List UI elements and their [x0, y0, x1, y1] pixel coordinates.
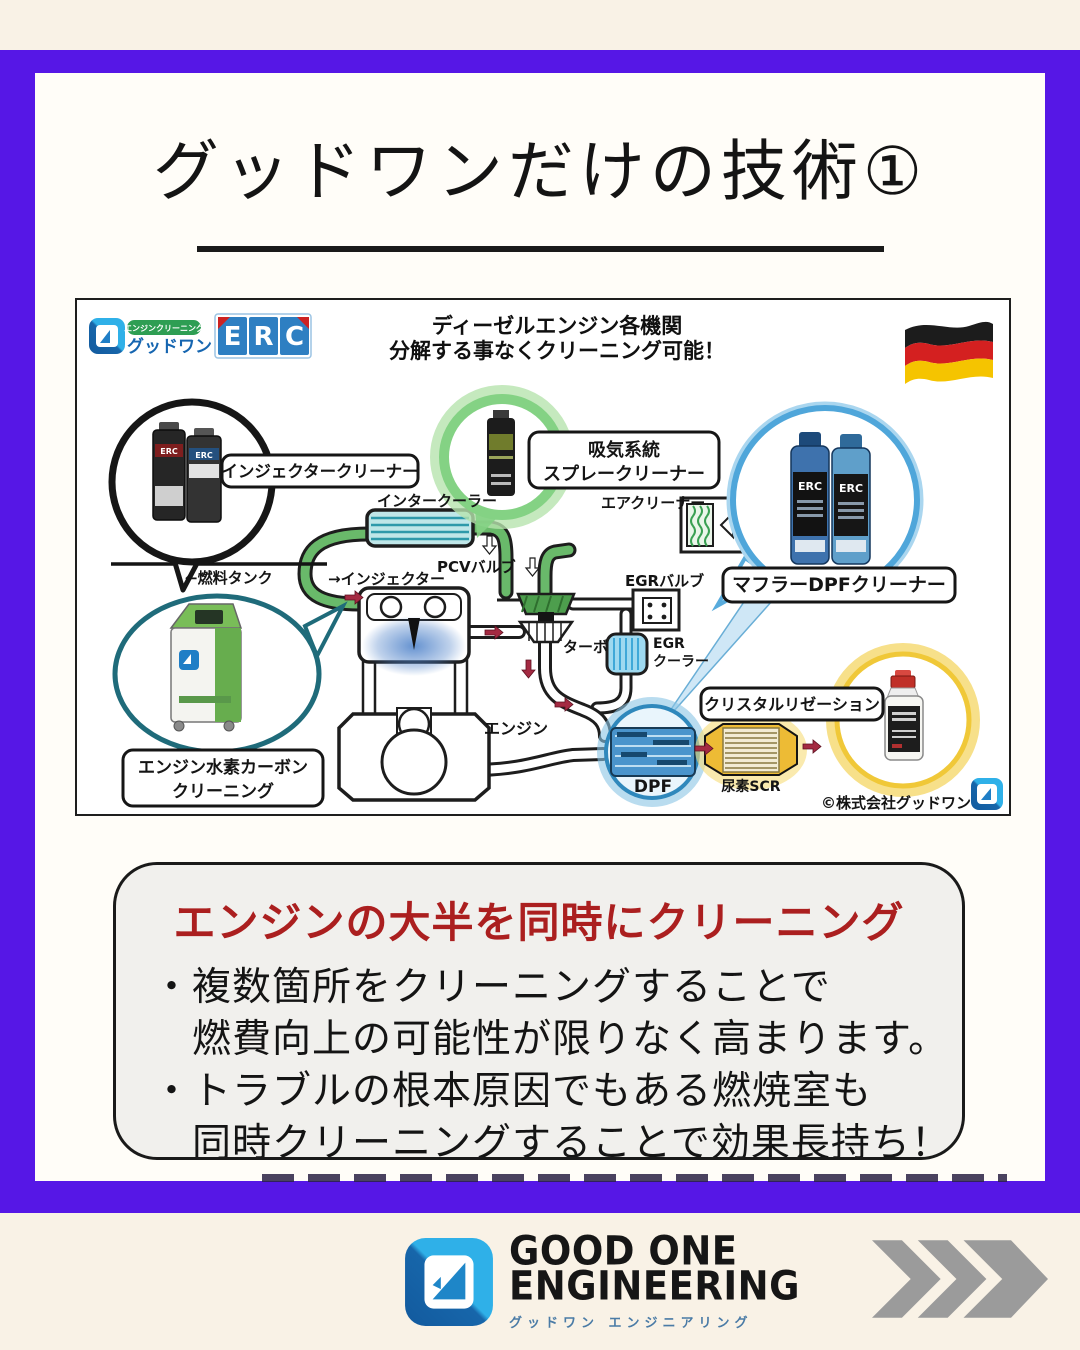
cleaning-machine [169, 603, 243, 732]
dpf-label: DPF [634, 777, 672, 797]
footer-brand-sub: グッドワン エンジニアリング [509, 1316, 753, 1332]
crystallization-label: クリスタルリゼーション [704, 695, 880, 714]
goodone-name: グッドワン [127, 336, 212, 357]
obscured-text-strip [262, 1174, 1007, 1182]
summary-line: 同時クリーニングすることで効果長持ち！ [152, 1120, 951, 1160]
engine-diagram: ERC ERC インジェクタークリーナー 吸気系統 スプレークリーナー [89, 313, 1003, 812]
svg-text:ERC: ERC [195, 451, 213, 460]
summary-title: エンジンの大半を同時にクリーニング [173, 898, 905, 947]
egr-valve-label: EGRバルブ [625, 572, 704, 590]
svg-text:ERC: ERC [839, 482, 863, 495]
svg-text:E: E [224, 322, 242, 352]
intake-spray-callout: 吸気系統 スプレークリーナー [430, 385, 721, 538]
injector-label: →インジェクター [328, 570, 445, 588]
svg-text:R: R [253, 322, 273, 352]
flow-arrows [344, 535, 822, 756]
egr-cooler-label-1: EGR [653, 636, 685, 652]
copyright-label: ©株式会社グッドワン [821, 794, 971, 812]
next-chevrons-icon [872, 1240, 1048, 1318]
erc-dpf-bottles: ERC ERC [790, 432, 871, 565]
egr-cooler [605, 632, 649, 676]
muffler-dpf-label: マフラーDPFクリーナー [732, 574, 946, 596]
svg-text:C: C [285, 322, 304, 352]
air-cleaner-label: エアクリーナー [601, 494, 705, 512]
intake-cleaner-label-2: スプレークリーナー [543, 463, 705, 485]
erc-injector-cans: ERC ERC [152, 422, 222, 523]
footer-brand-line-2: ENGINEERING [509, 1262, 800, 1310]
muffler-dpf-callout: ERC ERC マフラーDPFクリーナー [711, 401, 957, 612]
intercooler [365, 508, 475, 548]
fuel-tank-label: ←燃料タンク [185, 569, 273, 587]
hydrogen-cleaning-callout: エンジン水素カーボン クリーニング [112, 593, 348, 808]
turbo-label: ターボ [563, 638, 608, 656]
goodone-mini-icon [971, 778, 1003, 810]
urea-scr-label: 尿素SCR [721, 778, 780, 795]
erc-spray-can [487, 410, 515, 496]
summary-box: エンジンの大半を同時にクリーニング ・複数箇所をクリーニングすることで 燃費向上… [113, 862, 965, 1160]
intercooler-label: インタークーラー [377, 492, 497, 510]
crystallization-bottle [884, 670, 924, 761]
diagram-heading-1: ディーゼルエンジン各機関 [432, 314, 683, 338]
injector-cleaner-label: インジェクタークリーナー [221, 462, 418, 481]
hydrogen-cleaning-label-2: クリーニング [172, 781, 274, 802]
erc-logo: E R C [214, 313, 312, 359]
page-title: グッドワンだけの技術① [152, 133, 928, 210]
pcv-valve-label: PCVバルブ [437, 558, 516, 576]
diagram-heading-2: 分解する事なくクリーニング可能！ [389, 339, 725, 363]
svg-text:ERC: ERC [798, 480, 822, 493]
egr-valve [631, 588, 681, 632]
injector-cleaner-callout: ERC ERC インジェクタークリーナー [108, 398, 420, 593]
footer-brand: GOOD ONE ENGINEERING グッドワン エンジニアリング [403, 1227, 800, 1332]
germany-flag-icon [905, 321, 993, 384]
summary-line: 燃費向上の可能性が限りなく高まります。 [152, 1016, 949, 1062]
turbo [516, 592, 576, 644]
title-underline [197, 246, 884, 252]
engine-block [337, 586, 491, 802]
engine-diagram-panel: ERC ERC インジェクタークリーナー 吸気系統 スプレークリーナー [75, 298, 1011, 816]
svg-text:ERC: ERC [160, 447, 178, 456]
engine-label: エンジン [484, 719, 548, 738]
summary-line: ・トラブルの根本原因でもある燃焼室も [152, 1068, 873, 1114]
intake-cleaner-label-1: 吸気系統 [588, 439, 660, 461]
goodone-logo: エンジンクリーニング グッドワン [89, 318, 214, 359]
dpf-unit [597, 697, 707, 807]
egr-cooler-label-2: クーラー [653, 654, 709, 670]
urea-scr-unit [695, 710, 807, 790]
crystallization-callout: クリスタルリゼーション [699, 643, 980, 797]
summary-lines: ・複数箇所をクリーニングすることで 燃費向上の可能性が限りなく高まります。 ・ト… [116, 962, 962, 1160]
goodone-tagline: エンジンクリーニング [124, 323, 204, 333]
footer-brand-line-1: GOOD ONE [509, 1227, 738, 1275]
goodone-footer-icon [405, 1237, 493, 1326]
summary-line: ・複数箇所をクリーニングすることで [152, 965, 831, 1010]
hydrogen-cleaning-label-1: エンジン水素カーボン [138, 757, 308, 778]
